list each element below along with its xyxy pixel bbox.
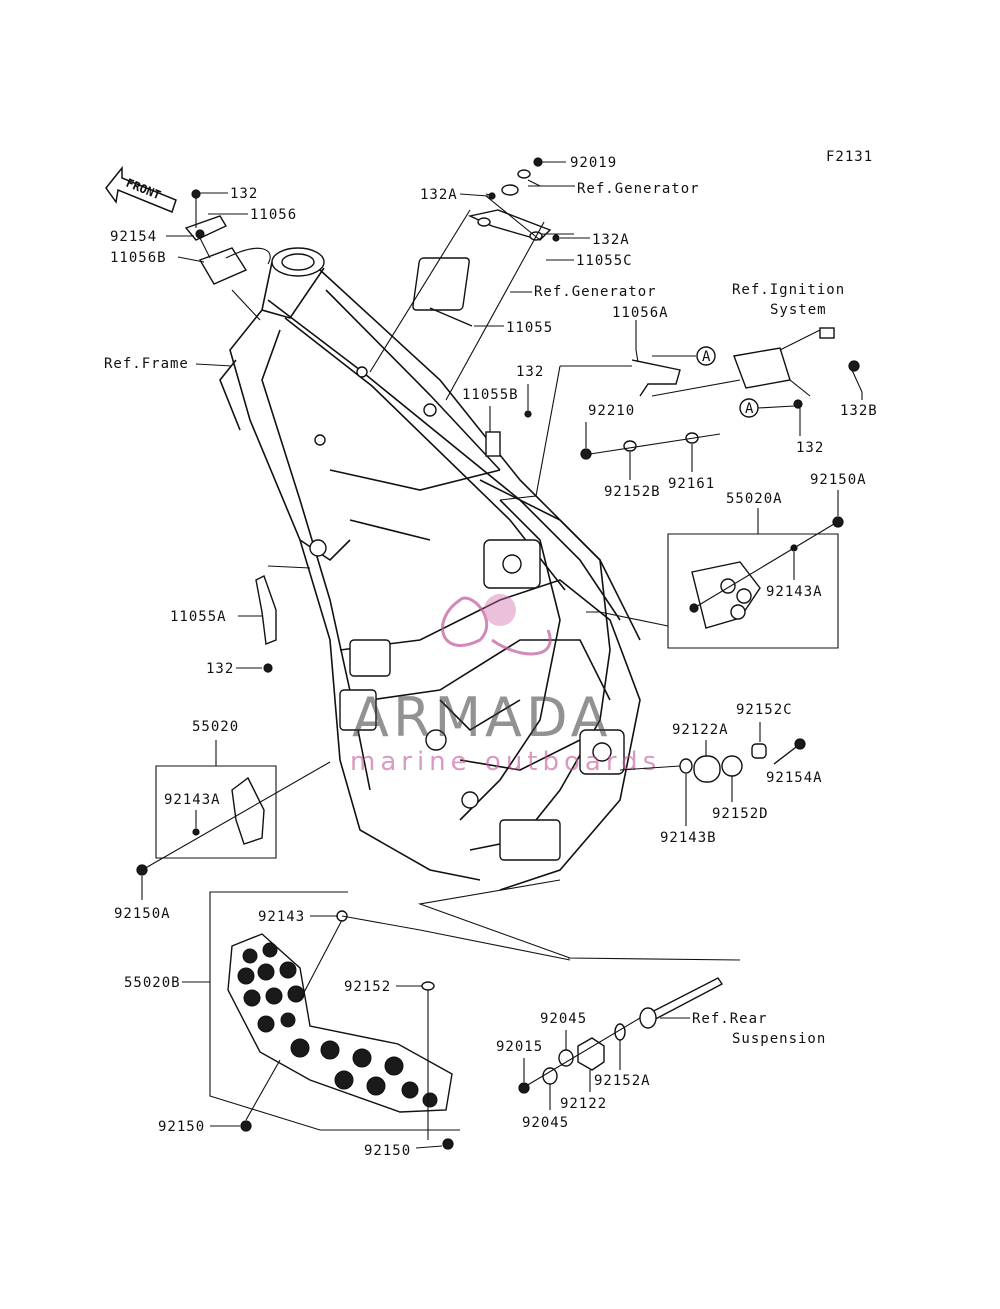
label-92122: 92122 [560, 1096, 607, 1112]
skid-plate-55020B [209, 891, 460, 1150]
label-92152C: 92152C [736, 702, 793, 718]
label-132B: 132B [840, 403, 878, 419]
label-132-mid: 132 [516, 364, 544, 380]
label-92122A: 92122A [672, 722, 729, 738]
guard-55020 [136, 740, 331, 876]
motorcycle-frame [219, 247, 641, 891]
label-92143A-right: 92143A [766, 584, 823, 600]
callout-a-bracket: A [696, 346, 716, 366]
label-11056B: 11056B [110, 250, 167, 266]
label-92150A-left: 92150A [114, 906, 171, 922]
ignition-coil [733, 327, 863, 409]
callout-a-ignition-label: A [745, 401, 754, 417]
label-92150-left: 92150 [158, 1119, 205, 1135]
label-55020A: 55020A [726, 491, 783, 507]
label-92152: 92152 [344, 979, 391, 995]
label-132-low: 132 [206, 661, 234, 677]
label-11056A: 11056A [612, 305, 669, 321]
label-92154: 92154 [110, 229, 157, 245]
label-132A-top: 132A [420, 187, 458, 203]
guard-55020A [667, 508, 844, 649]
label-ref-rear-1: Ref.Rear [692, 1011, 767, 1027]
label-92152A: 92152A [594, 1073, 651, 1089]
label-132-ign: 132 [796, 440, 824, 456]
callout-a-ignition: A [739, 398, 759, 418]
label-92143B: 92143B [660, 830, 717, 846]
label-92154A: 92154A [766, 770, 823, 786]
label-11055A: 11055A [170, 609, 227, 625]
bushing-set-92122A [619, 738, 806, 783]
watermark-tagline: marine outboards [350, 747, 661, 777]
label-132-top: 132 [230, 186, 258, 202]
label-92152D: 92152D [712, 806, 769, 822]
label-ref-generator-2: Ref.Generator [534, 284, 657, 300]
label-92143A-left: 92143A [164, 792, 221, 808]
label-ref-rear-2: Suspension [732, 1031, 826, 1047]
front-arrow-icon: FRONT [105, 165, 177, 213]
label-92152B: 92152B [604, 484, 661, 500]
label-11055B: 11055B [462, 387, 519, 403]
label-92150-bottom: 92150 [364, 1143, 411, 1159]
bracket-cluster-top-left [184, 189, 271, 321]
label-132A-right: 132A [592, 232, 630, 248]
bracket-11056A [631, 349, 681, 397]
label-ref-ignition-2: System [770, 302, 827, 318]
label-11055C: 11055C [576, 253, 633, 269]
bracket-11055A [255, 575, 277, 673]
label-ref-ignition-1: Ref.Ignition [732, 282, 845, 298]
diagram-code: F2131 [826, 149, 873, 165]
label-92143: 92143 [258, 909, 305, 925]
label-92019: 92019 [570, 155, 617, 171]
label-92045-top: 92045 [540, 1011, 587, 1027]
label-11055: 11055 [506, 320, 553, 336]
label-55020B: 55020B [124, 975, 181, 991]
label-92210: 92210 [588, 403, 635, 419]
regulator-cluster [412, 157, 560, 327]
label-ref-generator-1: Ref.Generator [577, 181, 700, 197]
watermark-brand: ARMADA [352, 686, 612, 749]
label-55020: 55020 [192, 719, 239, 735]
label-ref-frame: Ref.Frame [104, 356, 189, 372]
rear-pivot-set [417, 879, 741, 1094]
watermark-logo-icon [441, 594, 552, 656]
callout-a-bracket-label: A [702, 349, 711, 365]
label-92045-bottom: 92045 [522, 1115, 569, 1131]
label-92015: 92015 [496, 1039, 543, 1055]
label-92161: 92161 [668, 476, 715, 492]
spacer-set-92210 [580, 432, 721, 460]
bracket-11055B [485, 410, 532, 457]
label-11056: 11056 [250, 207, 297, 223]
watermark: ARMADA marine outboards [350, 594, 661, 777]
label-92150A-top: 92150A [810, 472, 867, 488]
